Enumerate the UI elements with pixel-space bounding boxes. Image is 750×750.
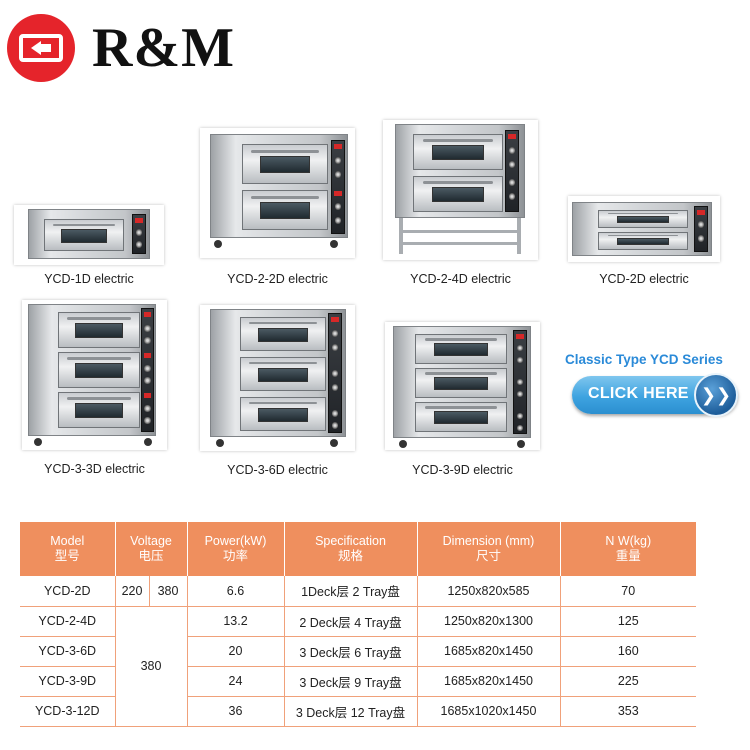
product-ycd-3-9d[interactable]: YCD-3-9D electric (385, 322, 540, 482)
cell-spec: 3 Deck层 6 Tray盘 (284, 636, 418, 667)
product-image[interactable] (14, 205, 164, 265)
cell-voltage-380: 380 (149, 576, 188, 607)
product-caption: YCD-3-3D electric (44, 462, 145, 476)
table-row: YCD-3-9D 24 3 Deck层 9 Tray盘 1685x820x145… (20, 666, 696, 697)
product-ycd-2-2d[interactable]: YCD-2-2D electric (200, 128, 355, 288)
cta-title: Classic Type YCD Series (565, 352, 723, 367)
click-here-label: CLICK HERE (588, 385, 689, 402)
cell-power: 20 (187, 636, 285, 667)
cell-dimension: 1685x820x1450 (417, 636, 561, 667)
header-dimension: Dimension (mm)尺寸 (417, 522, 561, 576)
product-caption: YCD-1D electric (44, 272, 134, 286)
double-chevron-right-icon[interactable]: ❯❯ (694, 373, 738, 417)
product-caption: YCD-2D electric (599, 272, 689, 286)
cell-dimension: 1250x820x585 (417, 576, 561, 607)
table-row: YCD-3-12D 36 3 Deck层 12 Tray盘 1685x1020x… (20, 696, 696, 727)
cell-power: 13.2 (187, 606, 285, 637)
cell-dimension: 1685x820x1450 (417, 666, 561, 697)
product-ycd-3-6d[interactable]: YCD-3-6D electric (200, 305, 355, 482)
product-caption: YCD-2-2D electric (227, 272, 328, 286)
cell-spec: 3 Deck层 12 Tray盘 (284, 696, 418, 727)
cell-model: YCD-3-6D (20, 636, 116, 667)
product-caption: YCD-3-9D electric (412, 463, 513, 477)
product-image[interactable] (568, 196, 720, 262)
cell-spec: 1Deck层 2 Tray盘 (284, 576, 418, 607)
header-power: Power(kW)功率 (187, 522, 285, 576)
cell-model: YCD-2-4D (20, 606, 116, 637)
product-image[interactable] (385, 322, 540, 450)
product-image[interactable] (383, 120, 538, 260)
cell-weight: 353 (560, 696, 696, 727)
product-image[interactable] (22, 300, 167, 450)
cell-dimension: 1685x1020x1450 (417, 696, 561, 727)
click-here-button[interactable]: CLICK HERE ❯❯ (572, 373, 738, 417)
product-ycd-1d[interactable]: YCD-1D electric (14, 205, 164, 290)
product-ycd-3-3d[interactable]: YCD-3-3D electric (22, 300, 167, 482)
table-row: YCD-3-6D 20 3 Deck层 6 Tray盘 1685x820x145… (20, 636, 696, 667)
cell-power: 6.6 (187, 576, 285, 607)
header-weight: N W(kg)重量 (560, 522, 696, 576)
cell-weight: 70 (560, 576, 696, 607)
cell-weight: 160 (560, 636, 696, 667)
product-image[interactable] (200, 305, 355, 451)
cell-spec: 3 Deck层 9 Tray盘 (284, 666, 418, 697)
cell-model: YCD-3-12D (20, 696, 116, 727)
cell-power: 36 (187, 696, 285, 727)
cell-model: YCD-2D (20, 576, 116, 607)
cell-dimension: 1250x820x1300 (417, 606, 561, 637)
cell-voltage-merged: 380 (115, 606, 188, 727)
cell-spec: 2 Deck层 4 Tray盘 (284, 606, 418, 637)
table-row: YCD-2-4D 380 13.2 2 Deck层 4 Tray盘 1250x8… (20, 606, 696, 727)
cell-weight: 225 (560, 666, 696, 697)
cell-voltage-220: 220 (115, 576, 150, 607)
cell-power: 24 (187, 666, 285, 697)
product-image[interactable] (200, 128, 355, 258)
cell-weight: 125 (560, 606, 696, 637)
brand-name: R&M (92, 17, 235, 79)
table-row: YCD-2D 220 380 6.6 1Deck层 2 Tray盘 1250x8… (20, 576, 696, 607)
cell-model: YCD-3-9D (20, 666, 116, 697)
product-caption: YCD-2-4D electric (410, 272, 511, 286)
rm-logo-icon (7, 14, 75, 82)
product-ycd-2d[interactable]: YCD-2D electric (568, 196, 720, 288)
product-ycd-2-4d[interactable]: YCD-2-4D electric (383, 120, 538, 290)
product-caption: YCD-3-6D electric (227, 463, 328, 477)
